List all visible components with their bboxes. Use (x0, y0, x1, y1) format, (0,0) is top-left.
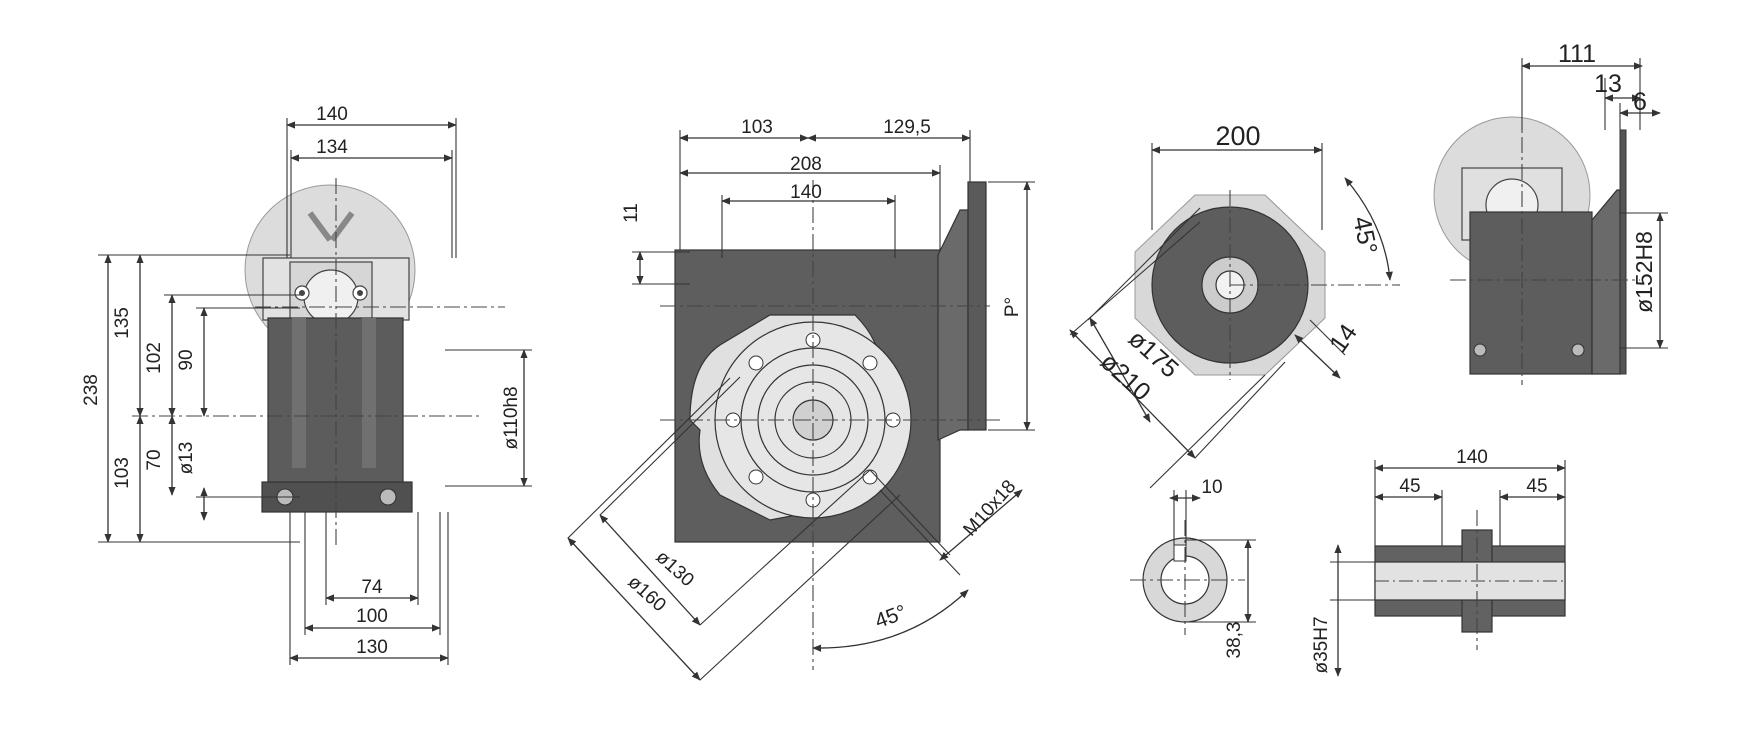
front-view (244, 184, 416, 513)
dim-label: 140 (316, 104, 348, 125)
flange-rib (329, 211, 355, 242)
cover-bolt (748, 469, 764, 485)
dim-label: M10x18 (959, 476, 1020, 540)
dim-label: 102 (144, 342, 165, 374)
dim-label: 45 (1526, 476, 1547, 497)
dim-label: ø13 (176, 442, 197, 475)
dim-label: 45° (872, 601, 910, 633)
flange-side-body (1469, 211, 1593, 375)
dimension-line (939, 489, 1023, 561)
dim-label: 70 (144, 449, 165, 470)
cover-bolt (748, 355, 764, 371)
angle-arc (1344, 177, 1393, 281)
body-rib (362, 318, 376, 468)
flange-side-taper (1591, 189, 1621, 375)
dim-label: 14 (1324, 319, 1363, 358)
dim-label: 13 (1594, 70, 1622, 98)
dim-label: 103 (112, 457, 133, 489)
extension-line (1309, 319, 1346, 356)
dim-label: 140 (790, 182, 822, 203)
extension-line (599, 376, 741, 516)
dim-label: 130 (356, 637, 388, 658)
bolt-hole-center (357, 290, 363, 296)
dim-label: 38,3 (1224, 622, 1245, 659)
dimension-line (1294, 334, 1341, 379)
dim-label: ø130 (652, 547, 698, 592)
dim-label: 74 (361, 577, 383, 598)
side-flange-taper (937, 209, 969, 441)
flange-side-plate (1619, 129, 1627, 375)
dim-label: 135 (112, 307, 133, 339)
dimension-line (567, 537, 701, 681)
keyway (1173, 544, 1187, 562)
dim-label: 45° (1347, 214, 1382, 257)
cover-bolt (862, 355, 878, 371)
dim-label: 129,5 (883, 117, 931, 138)
dim-label: ø35H7 (1311, 616, 1332, 673)
extension-line (699, 494, 901, 681)
dimension-lines (98, 58, 1668, 681)
dim-label: 140 (1456, 447, 1488, 468)
dim-label: ø152H8 (1631, 231, 1657, 313)
flange-rib (307, 211, 333, 242)
angle-arc (812, 589, 969, 652)
dim-label: 90 (176, 349, 197, 370)
dim-label: 11 (621, 203, 642, 223)
foot-hole (379, 488, 397, 506)
dim-label: ø160 (624, 572, 670, 617)
dim-label: ø110h8 (501, 386, 522, 449)
dim-label: 134 (316, 137, 348, 158)
dim-label: 10 (1201, 477, 1222, 498)
hollow-shaft-section (1374, 529, 1566, 633)
dimension-line (1069, 329, 1196, 459)
dim-label: 6 (1633, 88, 1647, 116)
extension-line (1149, 374, 1266, 489)
bolt-hole-center (299, 290, 305, 296)
foot-hole (1473, 343, 1487, 357)
flange-side-view (1433, 116, 1627, 375)
extension-line (567, 377, 731, 539)
side-view (674, 181, 987, 543)
dim-label: P° (1002, 297, 1023, 317)
dim-label: 238 (81, 374, 102, 406)
extension-line (869, 469, 951, 556)
dim-label: 103 (741, 117, 773, 138)
body-rib (292, 318, 306, 468)
extension-line (1087, 207, 1201, 321)
extension-line (1194, 361, 1286, 459)
dim-label: 100 (356, 606, 388, 627)
extension-line (879, 489, 961, 576)
input-bore (303, 269, 359, 325)
cover-bolt (862, 469, 878, 485)
extension-line (1069, 221, 1201, 336)
dim-label: 111 (1558, 40, 1596, 68)
foot-hole (1571, 343, 1585, 357)
dim-label: 200 (1215, 121, 1260, 151)
dim-label: 45 (1399, 476, 1420, 497)
dim-label: 208 (790, 154, 822, 175)
extension-line (699, 469, 871, 626)
